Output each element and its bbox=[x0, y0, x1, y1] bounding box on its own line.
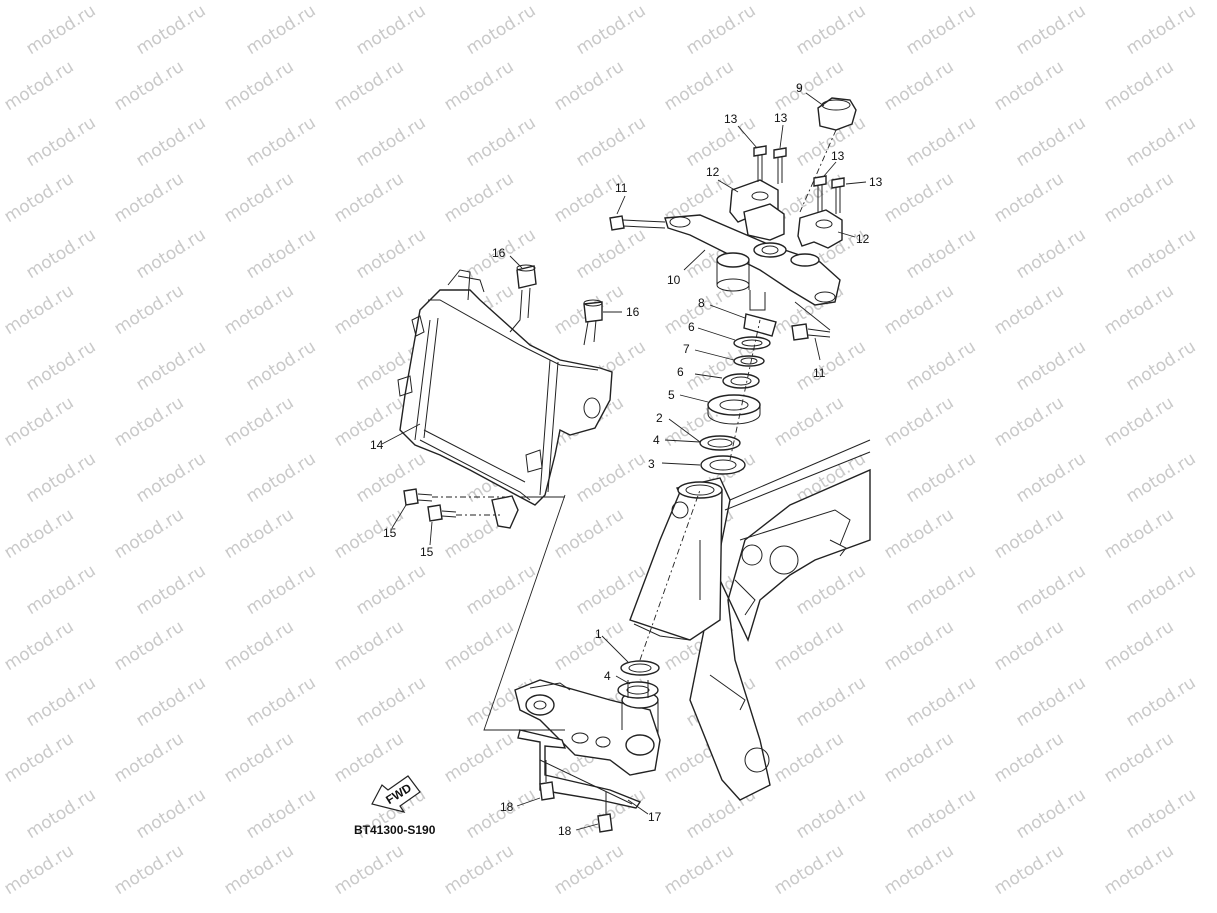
callout-3: 3 bbox=[648, 457, 655, 471]
callout-13-b: 13 bbox=[774, 111, 788, 125]
callout-12-right: 12 bbox=[856, 232, 870, 246]
bolts-13 bbox=[753, 145, 845, 214]
steering-nut bbox=[799, 97, 857, 213]
leader-lines bbox=[381, 92, 867, 831]
bolts-11 bbox=[609, 215, 831, 341]
callout-9: 9 bbox=[796, 81, 803, 95]
reference-lines bbox=[483, 494, 566, 731]
callout-13-a: 13 bbox=[724, 112, 738, 126]
callout-4-upper: 4 bbox=[653, 433, 660, 447]
diagram-code: BT41300-S190 bbox=[354, 823, 436, 837]
frame bbox=[629, 439, 871, 801]
callout-5: 5 bbox=[668, 388, 675, 402]
callout-13-d: 13 bbox=[869, 175, 883, 189]
callout-6-upper: 6 bbox=[688, 320, 695, 334]
callout-1: 1 bbox=[595, 627, 602, 641]
callout-15-right: 15 bbox=[420, 545, 434, 559]
callout-2: 2 bbox=[656, 411, 663, 425]
callout-11-right: 11 bbox=[813, 366, 826, 380]
headlight-stay bbox=[397, 269, 613, 529]
callout-6-lower: 6 bbox=[677, 365, 684, 379]
collars-16 bbox=[509, 264, 603, 346]
callout-labels: 1 2 3 4 4 5 6 6 7 8 9 10 11 11 12 12 13 … bbox=[370, 81, 883, 838]
cable-guide bbox=[517, 729, 642, 833]
under-bracket bbox=[514, 679, 661, 776]
callout-18-left: 18 bbox=[500, 800, 514, 814]
stem-lower-bearing bbox=[617, 489, 701, 699]
callout-16-right: 16 bbox=[626, 305, 640, 319]
upper-bracket bbox=[664, 179, 843, 311]
callout-11-left: 11 bbox=[615, 181, 628, 195]
callout-18-right: 18 bbox=[558, 824, 572, 838]
bearing-stack bbox=[699, 313, 777, 475]
bolts-15 bbox=[403, 488, 505, 522]
callout-15-left: 15 bbox=[383, 526, 397, 540]
callout-14: 14 bbox=[370, 438, 384, 452]
callout-13-c: 13 bbox=[831, 149, 845, 163]
callout-16-left: 16 bbox=[492, 246, 506, 260]
callout-8: 8 bbox=[698, 296, 705, 310]
callout-12-left: 12 bbox=[706, 165, 720, 179]
callout-4-lower: 4 bbox=[604, 669, 611, 683]
callout-10: 10 bbox=[667, 273, 681, 287]
callout-17: 17 bbox=[648, 810, 662, 824]
fwd-arrow-icon: FWD bbox=[371, 775, 421, 813]
callout-7: 7 bbox=[683, 342, 690, 356]
